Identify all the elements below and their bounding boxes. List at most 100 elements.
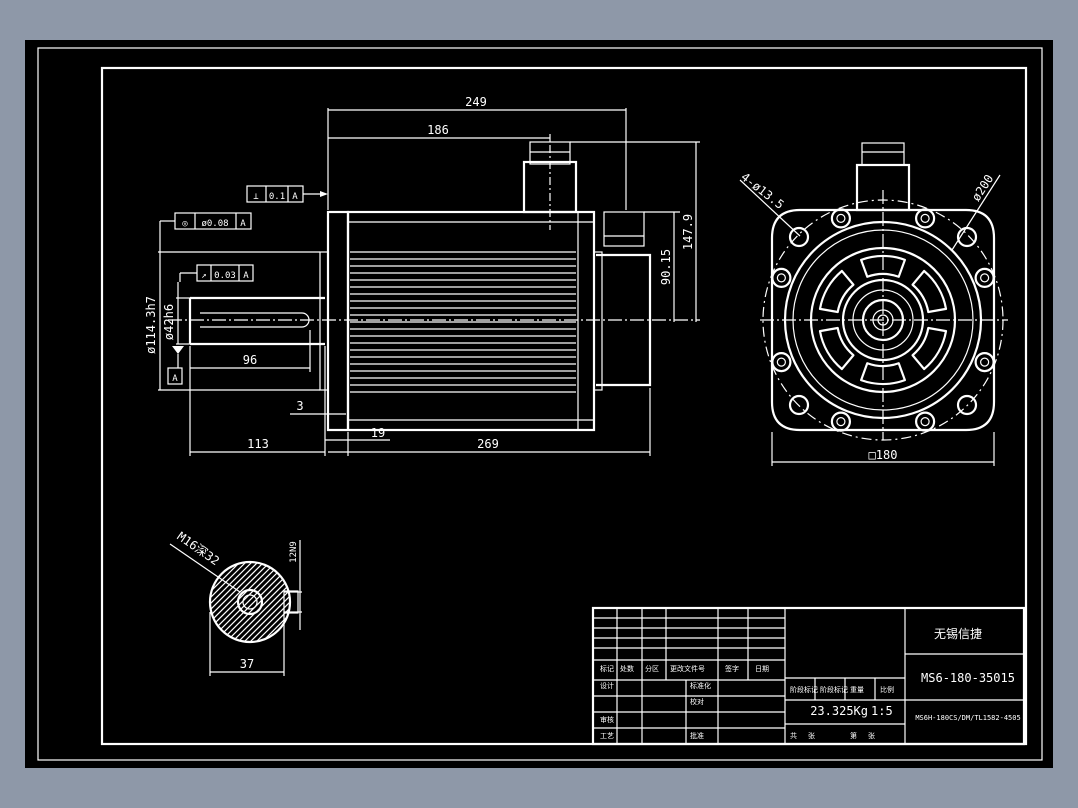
drawing-frame: [100, 66, 1028, 746]
housing-ring: [809, 246, 957, 394]
dim-19: 19: [371, 426, 385, 440]
shaft-keyway: [200, 312, 310, 328]
front-view: □180 4-ø13.5 ø200: [738, 142, 1008, 466]
datum-label: A: [172, 374, 178, 384]
hatch-line: [210, 562, 271, 642]
hatch-line: [210, 562, 229, 642]
bolt-hole-inner: [776, 273, 786, 283]
tb-c-scale: 比例: [880, 685, 894, 694]
bolt-hole: [914, 411, 936, 432]
tb-r-proof: 校对: [690, 697, 704, 706]
mounting-hole: [956, 226, 978, 248]
tb-c-stage2: 阶段标记: [820, 685, 848, 694]
section-keyway: [283, 590, 299, 614]
tb-h-zone: 分区: [645, 664, 659, 673]
side-view: 249 186 147.9 90.15 96 3 113 19 269 ø114…: [144, 95, 700, 456]
motor-body: [346, 210, 596, 432]
tb-weight: 23.325Kg: [810, 704, 868, 718]
hatch-line: [210, 562, 253, 642]
tb-r-design: 设计: [600, 681, 614, 690]
hatch-line: [261, 562, 290, 642]
housing-pocket: [860, 254, 906, 278]
tb-f-total: 共: [790, 731, 797, 740]
dim-m16: M16深32: [175, 529, 222, 568]
shaft-center-hole: [877, 314, 889, 326]
mounting-hole: [956, 394, 978, 416]
tb-c-stage: 阶段标记: [790, 685, 818, 694]
shaft-section: M16深32 12N9 37: [169, 529, 302, 676]
tb-company: 无锡信捷: [934, 626, 982, 641]
dim-3: 3: [296, 399, 303, 413]
tb-part-no: MS6H-180CS/DM/TL1582-4505: [915, 714, 1020, 722]
flange-spigot: [319, 251, 329, 391]
square-flange: [770, 208, 996, 432]
tb-h-mark: 标记: [600, 664, 614, 673]
leader-135: [739, 179, 801, 237]
cad-viewport[interactable]: 249 186 147.9 90.15 96 3 113 19 269 ø114…: [25, 40, 1053, 768]
perp-value: 0.1: [269, 192, 285, 202]
dim-147-9: 147.9: [681, 214, 695, 250]
leader-m16: [169, 543, 241, 593]
hatch-line: [273, 562, 290, 642]
title-block-frame: [591, 606, 1026, 746]
dim-114: ø114.3h7: [144, 296, 158, 354]
hatch-line: [210, 562, 277, 642]
bolt-hole: [771, 351, 792, 373]
dim-249: 249: [465, 95, 487, 109]
dim-12: 12N9: [289, 541, 299, 563]
tb-h-date: 日期: [755, 665, 769, 673]
perpendicularity-frame: ⊥ 0.1 A: [246, 185, 328, 203]
runout-frame: ↗ 0.03 A: [179, 264, 254, 282]
outer-ring-inner: [792, 229, 974, 411]
bolt-hole-inner: [836, 213, 846, 223]
hatch-line: [231, 562, 290, 642]
bolt-hole: [830, 208, 852, 229]
concentricity-frame: ◎ ø0.08 A: [159, 212, 252, 230]
hatch-line: [255, 562, 290, 642]
tb-scale: 1:5: [871, 704, 893, 718]
bolt-hole: [974, 267, 995, 289]
hatch-line: [219, 562, 290, 642]
bolt-hole-inner: [980, 357, 990, 367]
hatch-line: [210, 562, 241, 642]
bolt-hole: [771, 267, 792, 289]
shaft: [188, 296, 325, 346]
perp-ref: A: [292, 192, 298, 202]
runout-value: 0.03: [214, 271, 236, 281]
perp-symbol: ⊥: [253, 192, 259, 202]
hatch-line: [210, 562, 211, 642]
dim-42: ø42h6: [162, 304, 176, 340]
conc-symbol: ◎: [182, 219, 188, 229]
tb-h-count: 处数: [620, 664, 634, 673]
dim-186: 186: [427, 123, 449, 137]
title-block-grid: [593, 608, 785, 744]
dim-269: 269: [477, 437, 499, 451]
hatch-line: [237, 562, 290, 642]
bolt-hole: [830, 411, 852, 432]
drawing-canvas: 249 186 147.9 90.15 96 3 113 19 269 ø114…: [37, 47, 1043, 761]
bolt-hole-inner: [920, 417, 930, 427]
datum-box: [167, 367, 183, 385]
mounting-holes: [771, 208, 995, 432]
pcd-circle: [762, 199, 1004, 441]
housing-pocket: [911, 269, 948, 314]
hatch-line: [279, 562, 290, 642]
section-hatch: [210, 562, 290, 642]
housing-pocket: [860, 362, 906, 386]
bolt-hole-inner: [980, 273, 990, 283]
tb-r-review: 审核: [600, 715, 614, 724]
title-block: 无锡信捷 MS6-180-35015 MS6H-180CS/DM/TL1582-…: [591, 606, 1026, 746]
rear-cover: [593, 251, 603, 391]
bolt-hole-inner: [776, 357, 786, 367]
housing-pocket: [818, 326, 855, 371]
dim-90-15: 90.15: [659, 249, 673, 285]
dim-96: 96: [243, 353, 257, 367]
outer-border: [37, 47, 1043, 761]
leader-200: [951, 174, 1001, 251]
section-outline: [208, 560, 292, 644]
tb-f-sheet: 张: [808, 731, 815, 740]
tb-h-sign: 签字: [725, 664, 739, 673]
front-flange: [326, 210, 350, 432]
housing-pocket: [818, 269, 855, 314]
dim-180: □180: [869, 448, 898, 462]
